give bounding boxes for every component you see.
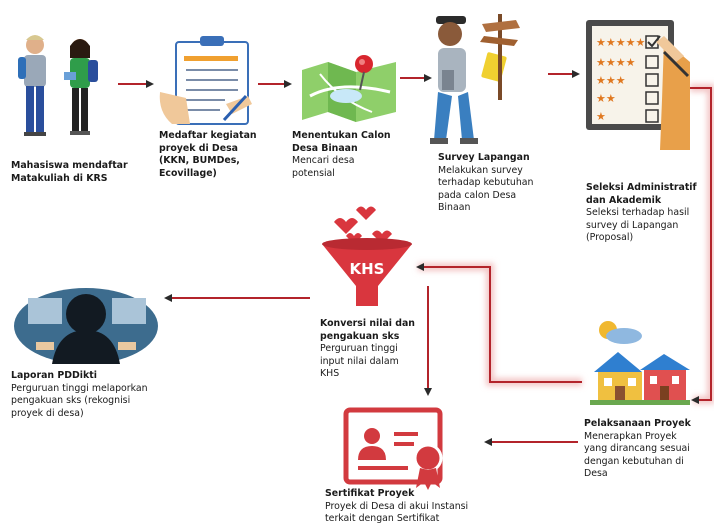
step-8-title: Laporan PDDikti [11,370,97,381]
step-4-desc: Melakukan survey terhadap kebutuhan pada… [438,164,534,214]
step-3-label: Menentukan Calon Desa Binaan Mencari des… [292,130,396,180]
step-6-title: Pelaksanaan Proyek [584,418,691,429]
step-2-title: Medaftar kegiatan proyek di Desa (KKN, B… [159,130,257,179]
svg-text:★: ★ [596,110,606,123]
step-2-label: Medaftar kegiatan proyek di Desa (KKN, B… [159,130,261,180]
step-7-label: Konversi nilai dan pengakuan sks Perguru… [320,318,416,381]
svg-text:★★★★: ★★★★ [596,56,636,69]
step-5-title: Seleksi Administratif dan Akademik [586,182,697,206]
step-8-desc: Perguruan tinggi melaporkan pengakuan sk… [11,382,148,419]
certificate-icon [343,407,443,490]
pddikti-report-icon [14,288,158,364]
village-icon [590,321,690,405]
step-6-label: Pelaksanaan Proyek Menerapkan Proyek yan… [584,418,702,481]
step-3-title: Menentukan Calon Desa Binaan [292,130,391,154]
step-5-desc: Seleksi terhadap hasil survey di Lapanga… [586,207,690,243]
svg-text:★★★: ★★★ [596,74,626,87]
connectors [118,69,714,446]
step-7-title: Konversi nilai dan pengakuan sks [320,318,415,342]
svg-text:★★: ★★ [596,92,616,105]
registration-form-icon [159,36,252,125]
step-6-desc: Menerapkan Proyek yang dirancang sesuai … [584,430,690,480]
checklist-icon: ★★★★★ ★★★★ ★★★ ★★ ★ [586,20,690,150]
arrow-6-7 [416,263,582,386]
khs-funnel-icon: KHS [322,206,412,306]
surveyor-icon [430,14,520,144]
step-7-desc: Perguruan tinggi input nilai dalam KHS [320,343,399,379]
step-9-title: Sertifikat Proyek [325,488,415,499]
students-icon [18,35,98,136]
step-4-title: Survey Lapangan [438,152,530,163]
step-4-label: Survey Lapangan Melakukan survey terhada… [438,152,544,215]
step-8-label: Laporan PDDikti Perguruan tinggi melapor… [11,370,161,420]
funnel-label: KHS [350,260,385,278]
svg-text:★★★★★: ★★★★★ [596,36,645,49]
step-5-label: Seleksi Administratif dan Akademik Selek… [586,182,704,245]
step-3-desc: Mencari desa potensial [292,155,355,179]
arrow-5-6 [690,84,714,404]
step-9-desc: Proyek di Desa di akui Instansi terkait … [325,500,469,525]
map-pin-icon [302,55,396,122]
step-9-label: Sertifikat Proyek Proyek di Desa di akui… [325,488,475,526]
step-1-title: Mahasiswa mendaftar Matakuliah di KRS [11,160,128,184]
step-1-label: Mahasiswa mendaftar Matakuliah di KRS [11,160,129,185]
